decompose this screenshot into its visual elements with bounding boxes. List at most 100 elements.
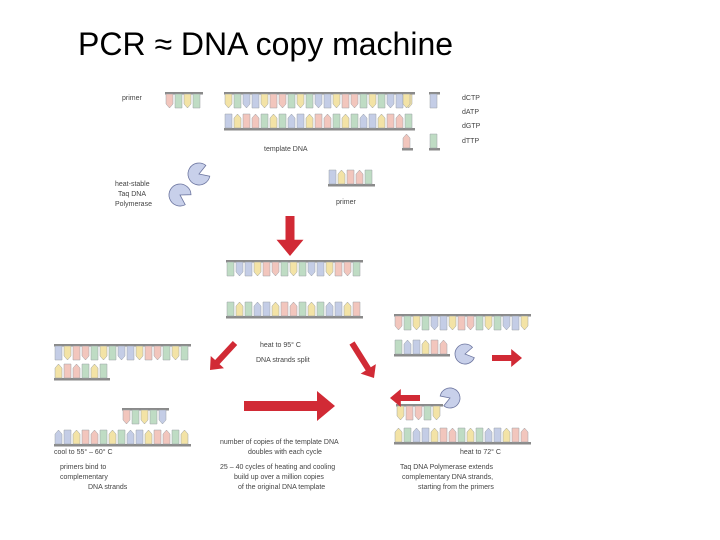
dna-base: [439, 339, 448, 355]
right-strand-2: [394, 427, 531, 445]
free-nucleotide: [429, 92, 440, 109]
left-strand-2: [54, 429, 191, 447]
dgtp-label: dGTP: [462, 123, 481, 130]
dna-base: [287, 113, 296, 129]
dna-base: [144, 429, 153, 445]
dna-base: [158, 409, 167, 425]
dna-backbone: [165, 92, 203, 95]
dna-base: [502, 315, 511, 331]
polymerase-icon: [439, 387, 461, 409]
dna-base: [403, 315, 412, 331]
dna-base: [90, 429, 99, 445]
dna-base: [278, 113, 287, 129]
dna-backbone: [54, 344, 191, 347]
dna-base: [180, 345, 189, 361]
dna-base: [171, 345, 180, 361]
dna-base: [341, 113, 350, 129]
dna-backbone: [429, 92, 440, 95]
dna-base: [343, 301, 352, 317]
dna-base: [403, 339, 412, 355]
right-extension-2: [396, 404, 443, 421]
bind-label-3: DNA strands: [88, 484, 128, 491]
template-dna-top: [224, 92, 415, 109]
dna-base: [54, 429, 63, 445]
arrow-left-down-icon: [210, 340, 238, 370]
dna-base: [54, 345, 63, 361]
dna-base: [323, 93, 332, 109]
dna-base: [269, 93, 278, 109]
dna-base: [511, 315, 520, 331]
dna-base: [328, 169, 337, 185]
dna-base: [359, 93, 368, 109]
dna-base: [466, 315, 475, 331]
dna-base: [117, 429, 126, 445]
dna-base: [493, 427, 502, 443]
dna-base: [153, 429, 162, 445]
dna-base: [364, 169, 373, 185]
dna-base: [269, 113, 278, 129]
primer-mid: [328, 169, 375, 187]
primer-top-left: [165, 92, 203, 109]
dna-base: [251, 113, 260, 129]
dna-base: [346, 169, 355, 185]
split-strand-bottom: [226, 301, 363, 319]
slide-title: PCR ≈ DNA copy machine: [78, 26, 454, 62]
dna-backbone: [226, 316, 363, 319]
dna-base: [135, 345, 144, 361]
dna-base: [332, 113, 341, 129]
dna-backbone: [402, 92, 413, 95]
datp-label: dATP: [462, 109, 479, 116]
dna-base: [343, 261, 352, 277]
dna-backbone: [54, 444, 191, 447]
dna-base: [108, 345, 117, 361]
dna-base: [475, 427, 484, 443]
dna-backbone: [394, 354, 450, 357]
dna-base: [226, 261, 235, 277]
dna-base: [341, 93, 350, 109]
dna-base: [140, 409, 149, 425]
dna-base: [192, 93, 201, 109]
dna-base: [352, 261, 361, 277]
dna-base: [99, 345, 108, 361]
dna-base: [448, 427, 457, 443]
dna-base: [377, 113, 386, 129]
dna-base: [72, 345, 81, 361]
dna-base: [484, 315, 493, 331]
dna-base: [502, 427, 511, 443]
dna-base: [63, 429, 72, 445]
dna-base: [171, 429, 180, 445]
dna-base: [280, 261, 289, 277]
dna-base: [402, 133, 411, 149]
dna-base: [262, 261, 271, 277]
dna-base: [262, 301, 271, 317]
arrows-layer: [210, 216, 522, 421]
bind-label-1: primers bind to: [60, 464, 106, 471]
right-strand-1: [394, 314, 531, 331]
dna-base: [520, 315, 529, 331]
dna-base: [355, 169, 364, 185]
dna-backbone: [328, 184, 375, 187]
dna-base: [307, 261, 316, 277]
dna-base: [511, 427, 520, 443]
dna-base: [253, 261, 262, 277]
cycles-label-1: 25 – 40 cycles of heating and cooling: [220, 464, 335, 471]
dna-base: [287, 93, 296, 109]
dna-base: [162, 429, 171, 445]
dna-base: [316, 301, 325, 317]
dna-backbone: [396, 404, 443, 407]
dna-base: [242, 93, 251, 109]
dna-base: [394, 427, 403, 443]
pcr-diagram-panel: primer template DNA dCTP dATP dGTP dTTP …: [52, 88, 532, 500]
dna-base: [271, 301, 280, 317]
dna-base: [90, 363, 99, 379]
dna-base: [224, 113, 233, 129]
dna-base: [90, 345, 99, 361]
polymerase-label-3: Polymerase: [115, 201, 152, 208]
dna-base: [396, 405, 405, 421]
dttp-label: dTTP: [462, 138, 479, 145]
cool-to-label: cool to 55° – 60° C: [54, 448, 113, 456]
dna-base: [108, 429, 117, 445]
dna-base: [289, 301, 298, 317]
dna-base: [412, 315, 421, 331]
dna-base: [226, 301, 235, 317]
